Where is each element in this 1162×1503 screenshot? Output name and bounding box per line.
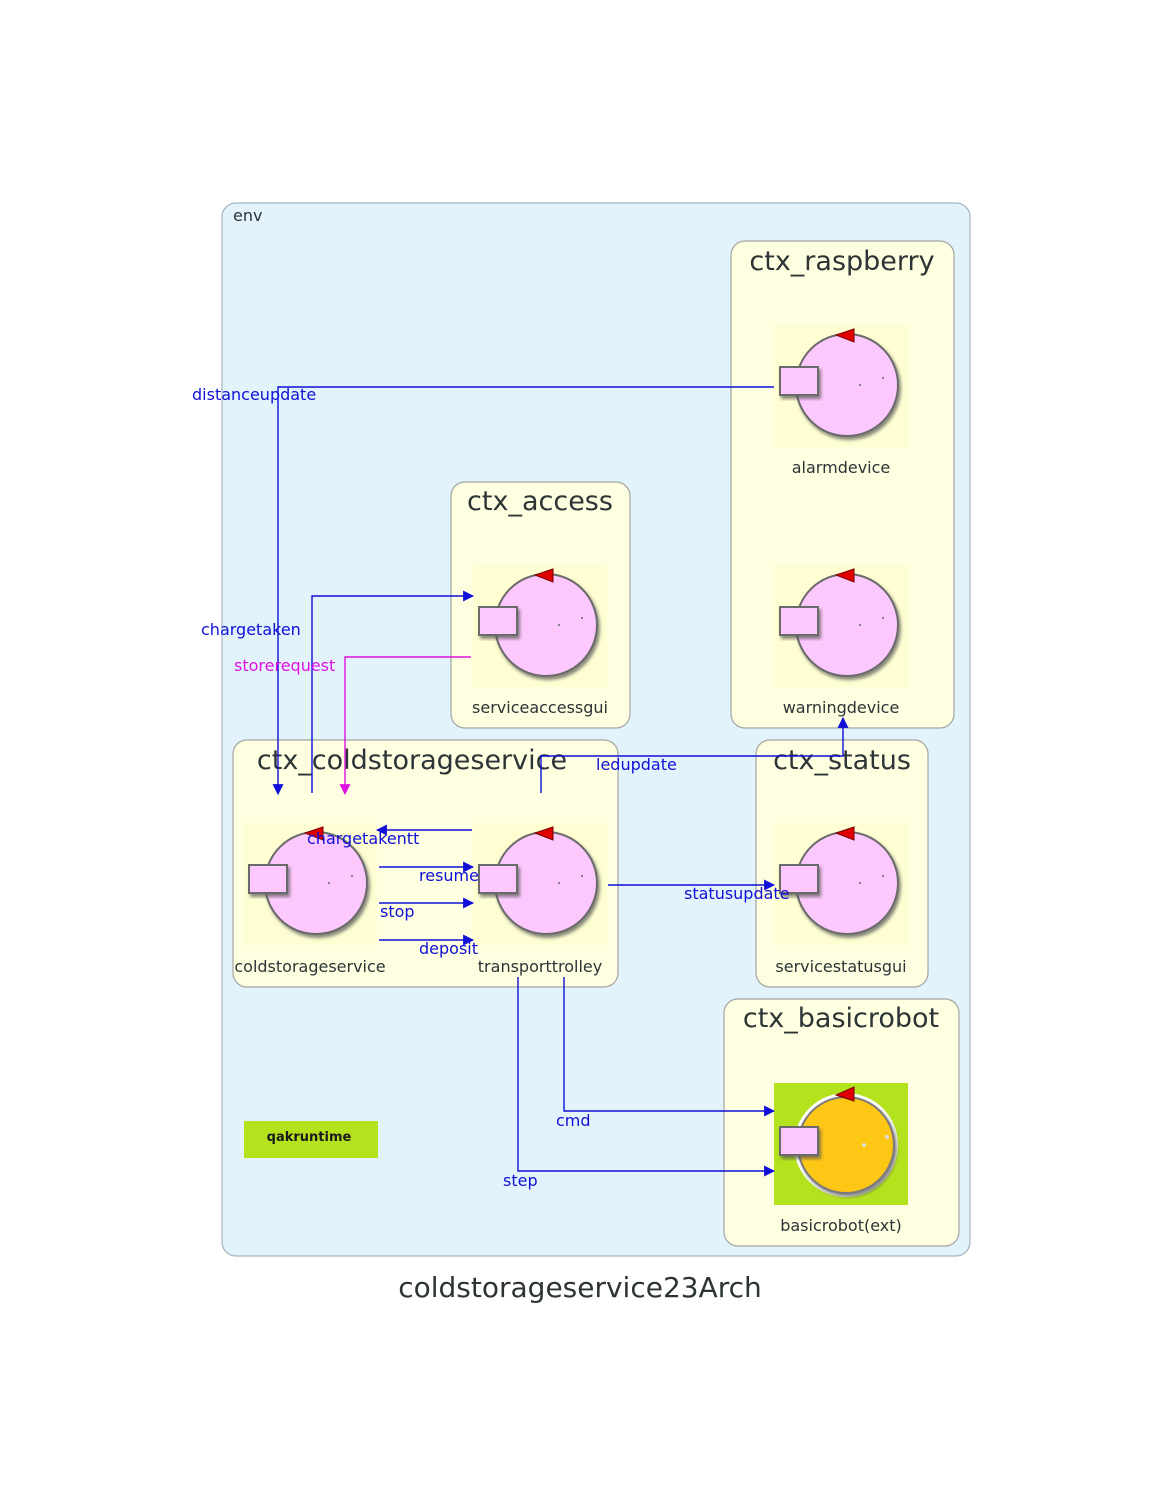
edge-stop: stop bbox=[379, 897, 475, 921]
edge-chargetakentt: chargetakentt bbox=[307, 824, 472, 848]
cluster-title-status: ctx_status bbox=[773, 745, 911, 776]
actor-label-servicestatusgui: servicestatusgui bbox=[775, 957, 906, 976]
actor-icon bbox=[774, 325, 908, 447]
actor-alarmdevice[interactable]: alarmdevice bbox=[774, 325, 908, 477]
cluster-title-raspberry: ctx_raspberry bbox=[749, 246, 934, 277]
actor-icon bbox=[473, 823, 607, 945]
actor-label-basicrobot: basicrobot(ext) bbox=[780, 1216, 902, 1235]
qakruntime-badge: qakruntime bbox=[244, 1121, 378, 1158]
actor-coldstorageservice[interactable]: coldstorageservice bbox=[234, 823, 386, 976]
edge-resume: resume bbox=[379, 861, 479, 885]
edge-label-chargetakentt: chargetakentt bbox=[307, 829, 419, 848]
edge-label-resume: resume bbox=[419, 866, 479, 885]
cluster-title-coldstorageservice: ctx_coldstorageservice bbox=[257, 745, 567, 776]
actor-servicestatusgui[interactable]: servicestatusgui bbox=[774, 823, 908, 976]
actor-transporttrolley[interactable]: transporttrolley bbox=[473, 823, 607, 976]
actor-label-coldstorageservice: coldstorageservice bbox=[234, 957, 385, 976]
actor-warningdevice[interactable]: warningdevice bbox=[774, 565, 908, 717]
actor-basicrobot[interactable]: basicrobot(ext) bbox=[774, 1083, 908, 1235]
edge-step: step bbox=[503, 977, 776, 1190]
actor-icon bbox=[774, 823, 908, 945]
edge-storerequest: storerequest bbox=[234, 656, 471, 796]
edge-label-statusupdate: statusupdate bbox=[684, 884, 790, 903]
actor-label-alarmdevice: alarmdevice bbox=[792, 458, 891, 477]
edge-label-step: step bbox=[503, 1171, 538, 1190]
edge-label-storerequest: storerequest bbox=[234, 656, 335, 675]
cluster-title-basicrobot: ctx_basicrobot bbox=[743, 1003, 939, 1034]
cluster-title-access: ctx_access bbox=[467, 486, 613, 517]
actor-icon bbox=[774, 565, 908, 687]
edge-statusupdate: statusupdate bbox=[608, 879, 790, 903]
actor-serviceaccessgui[interactable]: serviceaccessgui bbox=[472, 565, 608, 717]
edge-label-chargetaken: chargetaken bbox=[201, 620, 301, 639]
actor-label-transporttrolley: transporttrolley bbox=[478, 957, 602, 976]
env-label: env bbox=[233, 206, 262, 225]
edge-chargetaken: chargetaken bbox=[201, 590, 475, 793]
edge-label-cmd: cmd bbox=[556, 1111, 591, 1130]
actor-icon bbox=[473, 565, 607, 687]
edge-label-distanceupdate: distanceupdate bbox=[192, 385, 316, 404]
edge-label-deposit: deposit bbox=[419, 939, 478, 958]
actor-label-serviceaccessgui: serviceaccessgui bbox=[472, 698, 608, 717]
qakruntime-label: qakruntime bbox=[267, 1130, 352, 1145]
edge-distanceupdate: distanceupdate bbox=[192, 385, 774, 796]
edge-cmd: cmd bbox=[556, 977, 776, 1130]
graph-title: coldstorageservice23Arch bbox=[398, 1271, 762, 1304]
edge-label-stop: stop bbox=[380, 902, 415, 921]
edge-ledupdate: ledupdate bbox=[540, 716, 849, 793]
edge-deposit: deposit bbox=[379, 934, 478, 958]
edge-label-ledupdate: ledupdate bbox=[596, 755, 677, 774]
actor-label-warningdevice: warningdevice bbox=[783, 698, 900, 717]
external-actor-icon bbox=[774, 1083, 908, 1205]
